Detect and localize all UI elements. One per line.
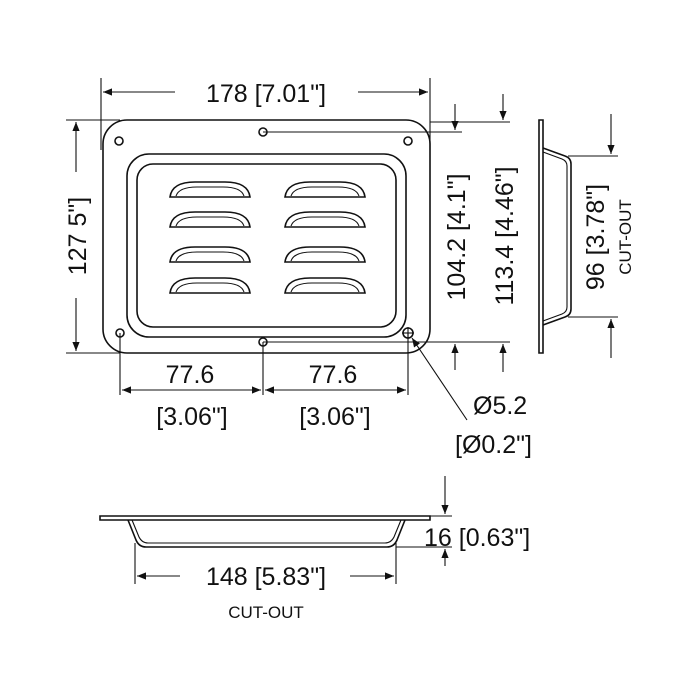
depth-label: 16 [0.63"] (424, 524, 530, 552)
dim-depth: 16 [0.63"] (396, 476, 530, 566)
bottom-cutout-caption: CUT-OUT (228, 603, 304, 622)
louvre-slot (169, 211, 251, 228)
front-view (102, 119, 431, 354)
overall-height-label: 127 5"] (64, 197, 92, 275)
louvre-slot (169, 246, 251, 263)
side-flange (538, 119, 544, 354)
hole-dia-mm: Ø5.2 (473, 392, 527, 420)
side-cutout-label: 96 [3.78"] (582, 184, 610, 290)
louvres-right (284, 181, 366, 294)
dim-113-label: 113.4 [4.46"] (491, 166, 519, 305)
profile-dish (127, 519, 406, 548)
profile-flange (99, 515, 431, 521)
dim-side-cutout: 96 [3.78"] CUT-OUT (568, 114, 635, 358)
dim-bottom-cutout: 148 [5.83"] CUT-OUT (134, 543, 397, 622)
side-view (538, 119, 572, 354)
spacing-left-in: [3.06"] (156, 403, 227, 431)
side-cutout-caption: CUT-OUT (616, 199, 635, 275)
spacing-left-mm: 77.6 (166, 361, 215, 389)
spacing-right-in: [3.06"] (299, 403, 370, 431)
louvre-slot (169, 277, 251, 294)
louvres-left (169, 181, 251, 294)
overall-width-label: 178 [7.01"] (206, 80, 326, 108)
louvre-slot (284, 181, 366, 198)
outer-flange (102, 119, 431, 354)
hole-dia-in: [Ø0.2"] (455, 431, 532, 459)
dish-inner-edge (136, 163, 397, 328)
louvre-slot (284, 211, 366, 228)
bottom-cutout-label: 148 [5.83"] (206, 563, 326, 591)
dim-113: 113.4 [4.46"] (410, 94, 519, 372)
mounting-hole (114, 136, 124, 146)
hole-spacing-vertical-label: 104.2 [4.1"] (443, 173, 471, 300)
dim-overall-width: 178 [7.01"] (100, 78, 431, 150)
dim-overall-height: 127 5"] (64, 119, 120, 354)
profile-view (99, 515, 431, 548)
louvre-slot (284, 277, 366, 294)
spacing-right-mm: 77.6 (309, 361, 358, 389)
side-dish (542, 147, 572, 326)
dim-hole-spacing-horizontal: 77.6 [3.06"] 77.6 [3.06"] (119, 333, 409, 431)
louvre-slot (284, 246, 366, 263)
dim-hole-diameter: Ø5.2 [Ø0.2"] (411, 337, 532, 459)
dish-outer-edge (126, 153, 407, 338)
louvre-slot (169, 181, 251, 198)
mounting-hole (403, 136, 413, 146)
dim-hole-spacing-vertical: 104.2 [4.1"] (263, 104, 471, 370)
